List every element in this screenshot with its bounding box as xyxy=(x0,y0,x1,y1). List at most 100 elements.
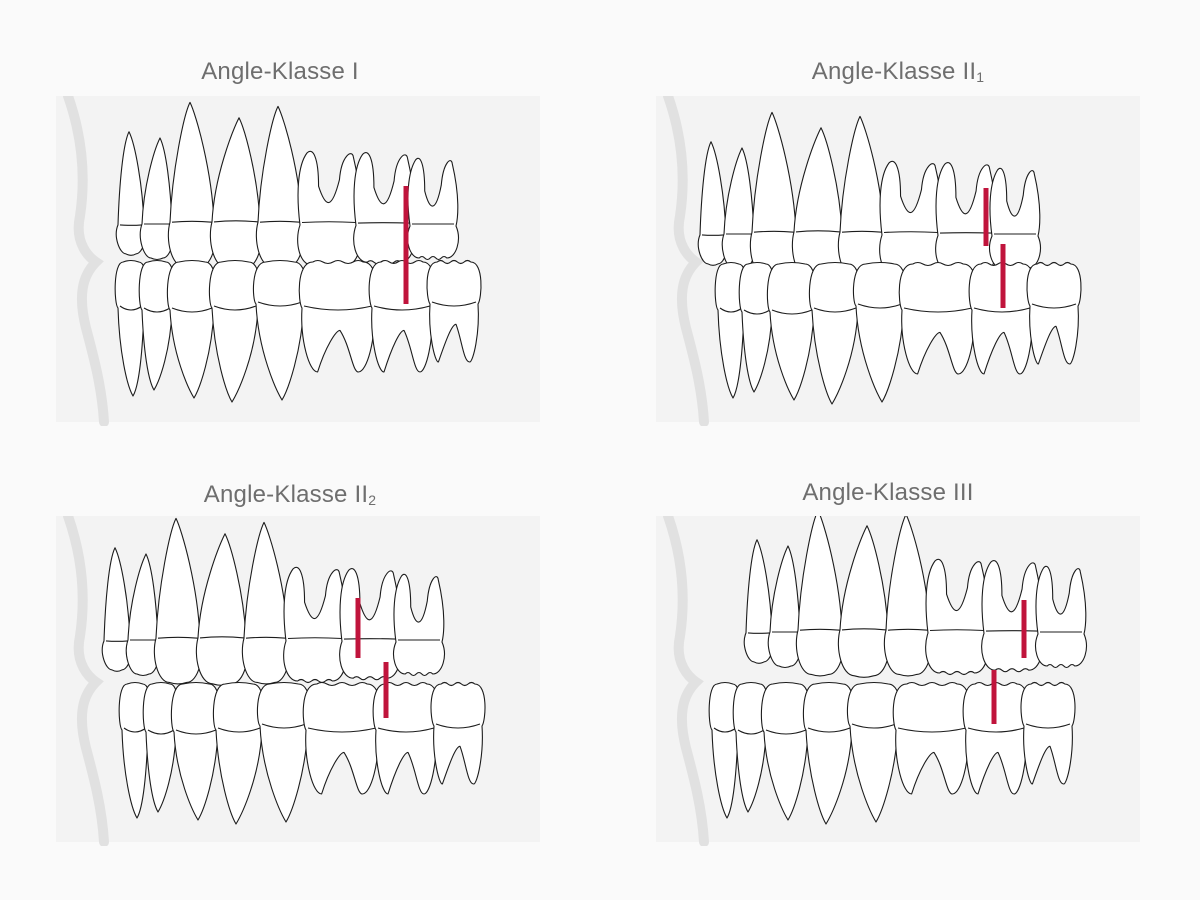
enamel-line xyxy=(713,727,737,733)
enamel-line xyxy=(771,309,813,315)
lip-outline xyxy=(63,96,109,426)
enamel-line xyxy=(257,301,303,307)
enamel-line xyxy=(799,628,841,631)
panel-title-class-1: Angle-Klasse I xyxy=(40,58,520,86)
lower-tooth xyxy=(802,681,856,825)
enamel-line xyxy=(123,727,147,733)
enamel-line xyxy=(261,723,307,729)
lower-arch xyxy=(118,681,486,825)
enamel-line xyxy=(1025,723,1071,729)
lower-arch xyxy=(114,259,482,403)
enamel-line xyxy=(743,309,771,315)
enamel-line xyxy=(973,307,1031,313)
lower-tooth xyxy=(426,259,482,363)
enamel-line xyxy=(857,303,903,309)
enamel-line xyxy=(719,307,743,313)
panel-title-class-2-2: Angle-Klasse II2 xyxy=(50,481,530,509)
enamel-line xyxy=(307,727,377,733)
lower-arch xyxy=(708,681,1076,825)
enamel-line xyxy=(435,723,481,729)
lower-tooth xyxy=(732,681,770,813)
dentition-illustration-class-2-2 xyxy=(0,516,540,846)
upper-tooth xyxy=(283,566,347,684)
dentition-svg xyxy=(656,96,1140,426)
panel-title-class-3: Angle-Klasse III xyxy=(648,479,1128,507)
lower-tooth xyxy=(760,681,812,821)
enamel-line xyxy=(213,305,257,311)
upper-tooth xyxy=(981,560,1043,673)
enamel-line xyxy=(213,220,259,223)
enamel-line xyxy=(199,636,245,639)
dentition-svg xyxy=(656,516,1140,846)
lower-tooth xyxy=(738,261,776,393)
lower-tooth xyxy=(208,259,262,403)
enamel-line xyxy=(813,307,857,313)
enamel-line xyxy=(737,729,765,735)
enamel-line xyxy=(887,628,929,631)
enamel-line xyxy=(157,636,199,639)
dentition-svg xyxy=(56,516,540,846)
enamel-line xyxy=(287,637,343,640)
panel-title-class-2-1: Angle-Klasse II1 xyxy=(658,58,1138,86)
panel-title-text: Angle-Klasse II xyxy=(203,481,369,508)
enamel-line xyxy=(967,727,1025,733)
upper-tooth xyxy=(393,573,445,677)
upper-arch xyxy=(743,516,1087,678)
enamel-line xyxy=(143,307,171,313)
enamel-line xyxy=(841,628,887,631)
enamel-line xyxy=(175,729,217,735)
lower-tooth xyxy=(142,681,180,813)
lower-tooth xyxy=(212,681,266,825)
lower-tooth xyxy=(430,681,486,785)
enamel-line xyxy=(171,220,213,223)
dentition-illustration-class-2-1 xyxy=(600,96,1140,426)
enamel-line xyxy=(929,629,985,632)
enamel-line xyxy=(753,230,795,233)
lower-tooth xyxy=(252,259,308,401)
enamel-line xyxy=(807,727,851,733)
lower-tooth xyxy=(808,261,862,405)
lower-tooth xyxy=(852,261,908,403)
panel-title-text: Angle-Klasse III xyxy=(802,479,974,506)
upper-tooth xyxy=(407,157,459,261)
lip-outline xyxy=(663,516,709,846)
upper-tooth xyxy=(1035,565,1087,669)
enamel-line xyxy=(217,727,261,733)
enamel-line xyxy=(897,727,967,733)
enamel-line xyxy=(377,727,435,733)
enamel-line xyxy=(431,301,477,307)
enamel-line xyxy=(883,231,939,234)
lower-tooth xyxy=(1026,261,1082,365)
enamel-line xyxy=(259,220,301,223)
enamel-line xyxy=(373,305,431,311)
lower-tooth xyxy=(846,681,902,823)
lip-outline xyxy=(63,516,109,846)
enamel-line xyxy=(301,221,357,224)
panel-title-text: Angle-Klasse I xyxy=(201,58,359,85)
lower-arch xyxy=(714,261,1082,405)
lower-tooth xyxy=(166,259,218,399)
lower-tooth xyxy=(256,681,312,823)
enamel-line xyxy=(303,305,373,311)
enamel-line xyxy=(1031,303,1077,309)
enamel-line xyxy=(245,636,287,639)
panel-title-text: Angle-Klasse II xyxy=(811,58,977,85)
dentition-illustration-class-3 xyxy=(600,516,1140,846)
lip-outline xyxy=(663,96,709,426)
enamel-line xyxy=(171,307,213,313)
enamel-line xyxy=(795,230,841,233)
lower-tooth xyxy=(170,681,222,821)
upper-tooth xyxy=(925,558,989,676)
lower-tooth xyxy=(138,259,176,391)
enamel-line xyxy=(119,305,143,311)
enamel-line xyxy=(851,723,897,729)
panel-title-subscript: 1 xyxy=(976,69,985,85)
enamel-line xyxy=(147,729,175,735)
enamel-line xyxy=(903,307,973,313)
dentition-illustration-class-1 xyxy=(0,96,540,426)
enamel-line xyxy=(841,230,883,233)
panel-title-subscript: 2 xyxy=(368,492,377,508)
enamel-line xyxy=(765,729,807,735)
dentition-svg xyxy=(56,96,540,426)
lower-tooth xyxy=(1020,681,1076,785)
